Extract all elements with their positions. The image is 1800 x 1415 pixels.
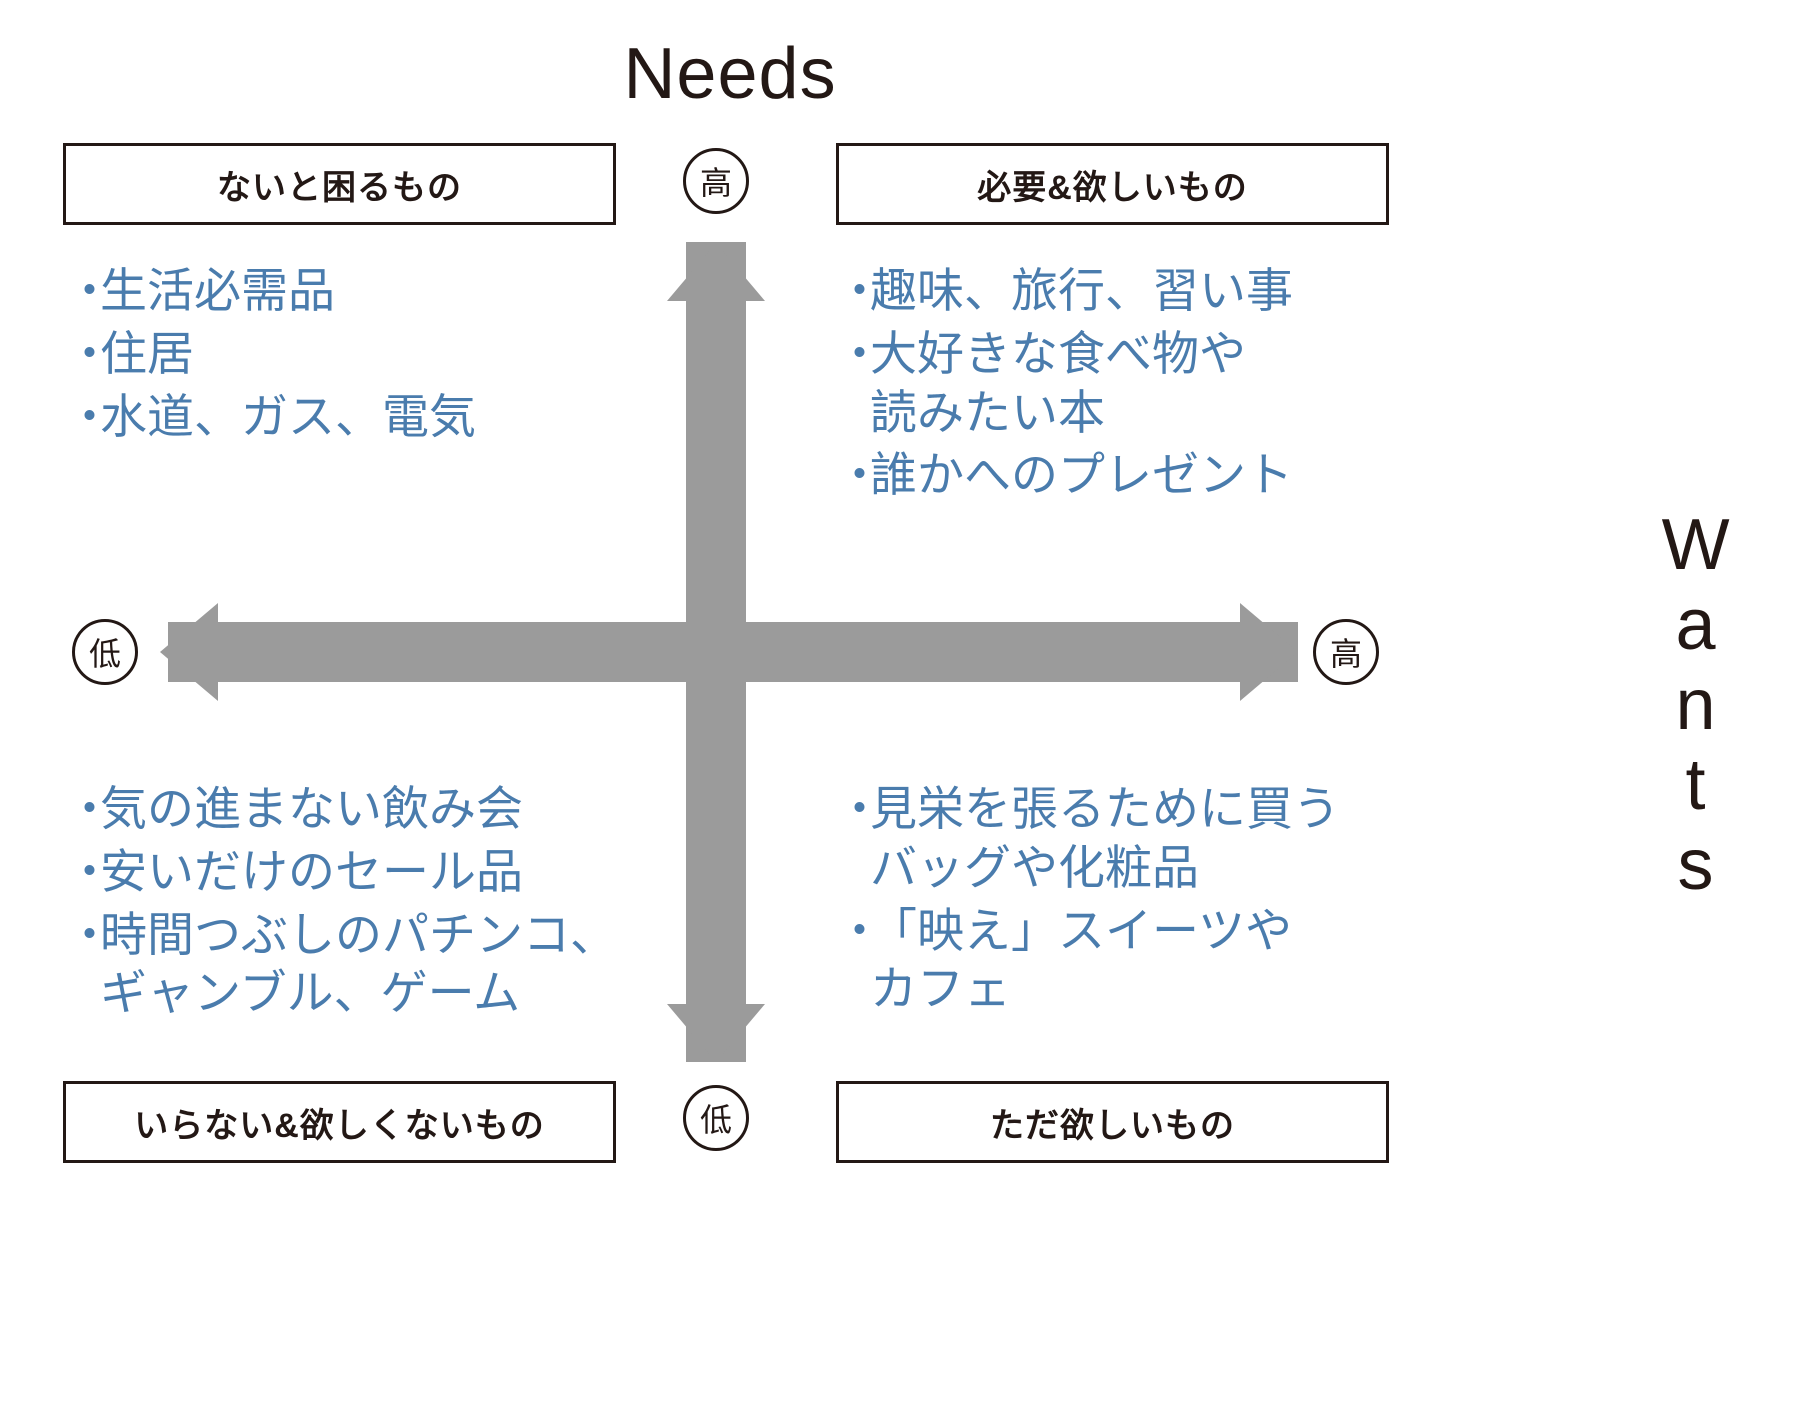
list-item: ・ 大好きな食べ物や 読みたい本 xyxy=(836,325,1436,443)
list-item-label: 見栄を張るために買う バッグや化粧品 xyxy=(870,782,1340,894)
quadrant-list-top-right: ・ 趣味、旅行、習い事 ・ 大好きな食べ物や 読みたい本 ・ 誰かへのプレゼント xyxy=(836,262,1436,509)
list-item: ・ 見栄を張るために買う バッグや化粧品 xyxy=(836,780,1436,898)
list-item: ・ 水道、ガス、電気 xyxy=(66,388,666,447)
bullet-icon: ・ xyxy=(66,844,113,898)
list-item: ・ 「映え」スイーツや カフェ xyxy=(836,902,1436,1020)
quadrant-list-bottom-right: ・ 見栄を張るために買う バッグや化粧品 ・ 「映え」スイーツや カフェ xyxy=(836,780,1436,1023)
quadrant-list-top-left: ・ 生活必需品 ・ 住居 ・ 水道、ガス、電気 xyxy=(66,262,666,450)
list-item-label: 「映え」スイーツや カフェ xyxy=(870,903,1293,1016)
list-item-label: 趣味、旅行、習い事 xyxy=(870,264,1293,317)
bullet-icon: ・ xyxy=(836,448,883,502)
horizontal-axis-arrow-head-right xyxy=(1240,603,1298,701)
axis-label-wants-high: 高 xyxy=(1313,619,1379,685)
list-item: ・ 時間つぶしのパチンコ、 ギャンブル、ゲーム xyxy=(66,906,726,1024)
list-item-label: 時間つぶしのパチンコ、 ギャンブル、ゲーム xyxy=(100,907,617,1020)
vertical-axis-arrow-head-down xyxy=(667,1004,765,1062)
bullet-icon: ・ xyxy=(836,903,883,957)
list-item: ・ 趣味、旅行、習い事 xyxy=(836,262,1436,321)
vertical-axis-arrow-head-up xyxy=(667,243,765,301)
axis-label-needs-high: 高 xyxy=(683,148,749,214)
list-item: ・ 安いだけのセール品 xyxy=(66,843,726,902)
list-item: ・ 住居 xyxy=(66,325,666,384)
bullet-icon: ・ xyxy=(66,326,113,380)
bullet-icon: ・ xyxy=(66,907,113,961)
axis-label-wants-low: 低 xyxy=(72,619,138,685)
list-item-label: 安いだけのセール品 xyxy=(100,844,523,898)
quadrant-header-bottom-left: いらない&欲しくないもの xyxy=(63,1081,616,1163)
bullet-icon: ・ xyxy=(836,326,883,380)
quadrant-header-bottom-right: ただ欲しいもの xyxy=(836,1081,1389,1163)
wants-axis-title: Wants xyxy=(1655,505,1736,905)
horizontal-axis-arrow-head-left xyxy=(160,603,218,701)
list-item: ・ 気の進まない飲み会 xyxy=(66,780,726,839)
list-item: ・ 誰かへのプレゼント xyxy=(836,446,1436,505)
needs-axis-title: Needs xyxy=(623,34,837,114)
list-item-label: 住居 xyxy=(100,326,194,380)
quadrant-header-top-right: 必要&欲しいもの xyxy=(836,143,1389,225)
bullet-icon: ・ xyxy=(66,264,113,317)
bullet-icon: ・ xyxy=(66,389,113,443)
quadrant-header-top-left: ないと困るもの xyxy=(63,143,616,225)
quadrant-list-bottom-left: ・ 気の進まない飲み会 ・ 安いだけのセール品 ・ 時間つぶしのパチンコ、 ギャ… xyxy=(66,780,726,1027)
list-item-label: 気の進まない飲み会 xyxy=(100,782,523,835)
list-item-label: 生活必需品 xyxy=(100,264,335,317)
list-item: ・ 生活必需品 xyxy=(66,262,666,321)
bullet-icon: ・ xyxy=(836,782,883,835)
horizontal-axis-arrow-shaft xyxy=(168,622,1298,682)
axis-label-needs-low: 低 xyxy=(683,1085,749,1151)
list-item-label: 水道、ガス、電気 xyxy=(100,389,476,443)
bullet-icon: ・ xyxy=(66,782,113,835)
bullet-icon: ・ xyxy=(836,264,883,317)
list-item-label: 誰かへのプレゼント xyxy=(870,448,1293,502)
list-item-label: 大好きな食べ物や 読みたい本 xyxy=(870,326,1246,439)
